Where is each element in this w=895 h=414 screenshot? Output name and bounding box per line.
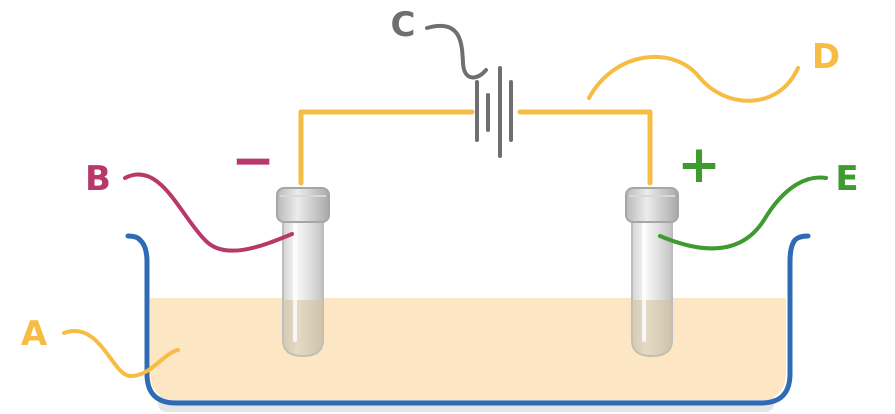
- positive-sign: +: [677, 135, 721, 195]
- cathode-test-tube: [276, 187, 330, 358]
- tank-outline: [125, 233, 811, 406]
- leader-line-e: [658, 175, 828, 251]
- label-e: E: [835, 159, 858, 199]
- leader-line-d: [587, 55, 800, 103]
- wire-right: [517, 109, 653, 186]
- leader-line-a: [62, 329, 180, 379]
- leader-line-c: [425, 24, 488, 80]
- label-b: B: [85, 159, 111, 199]
- electrolyte-solution: [150, 298, 786, 400]
- label-a: A: [21, 314, 48, 354]
- negative-sign: −: [231, 131, 275, 191]
- battery: [475, 66, 513, 158]
- label-c: C: [391, 5, 416, 45]
- anode-test-tube: [625, 187, 679, 358]
- label-d: D: [812, 37, 840, 77]
- wire-left: [298, 109, 475, 186]
- leader-line-b: [123, 172, 294, 253]
